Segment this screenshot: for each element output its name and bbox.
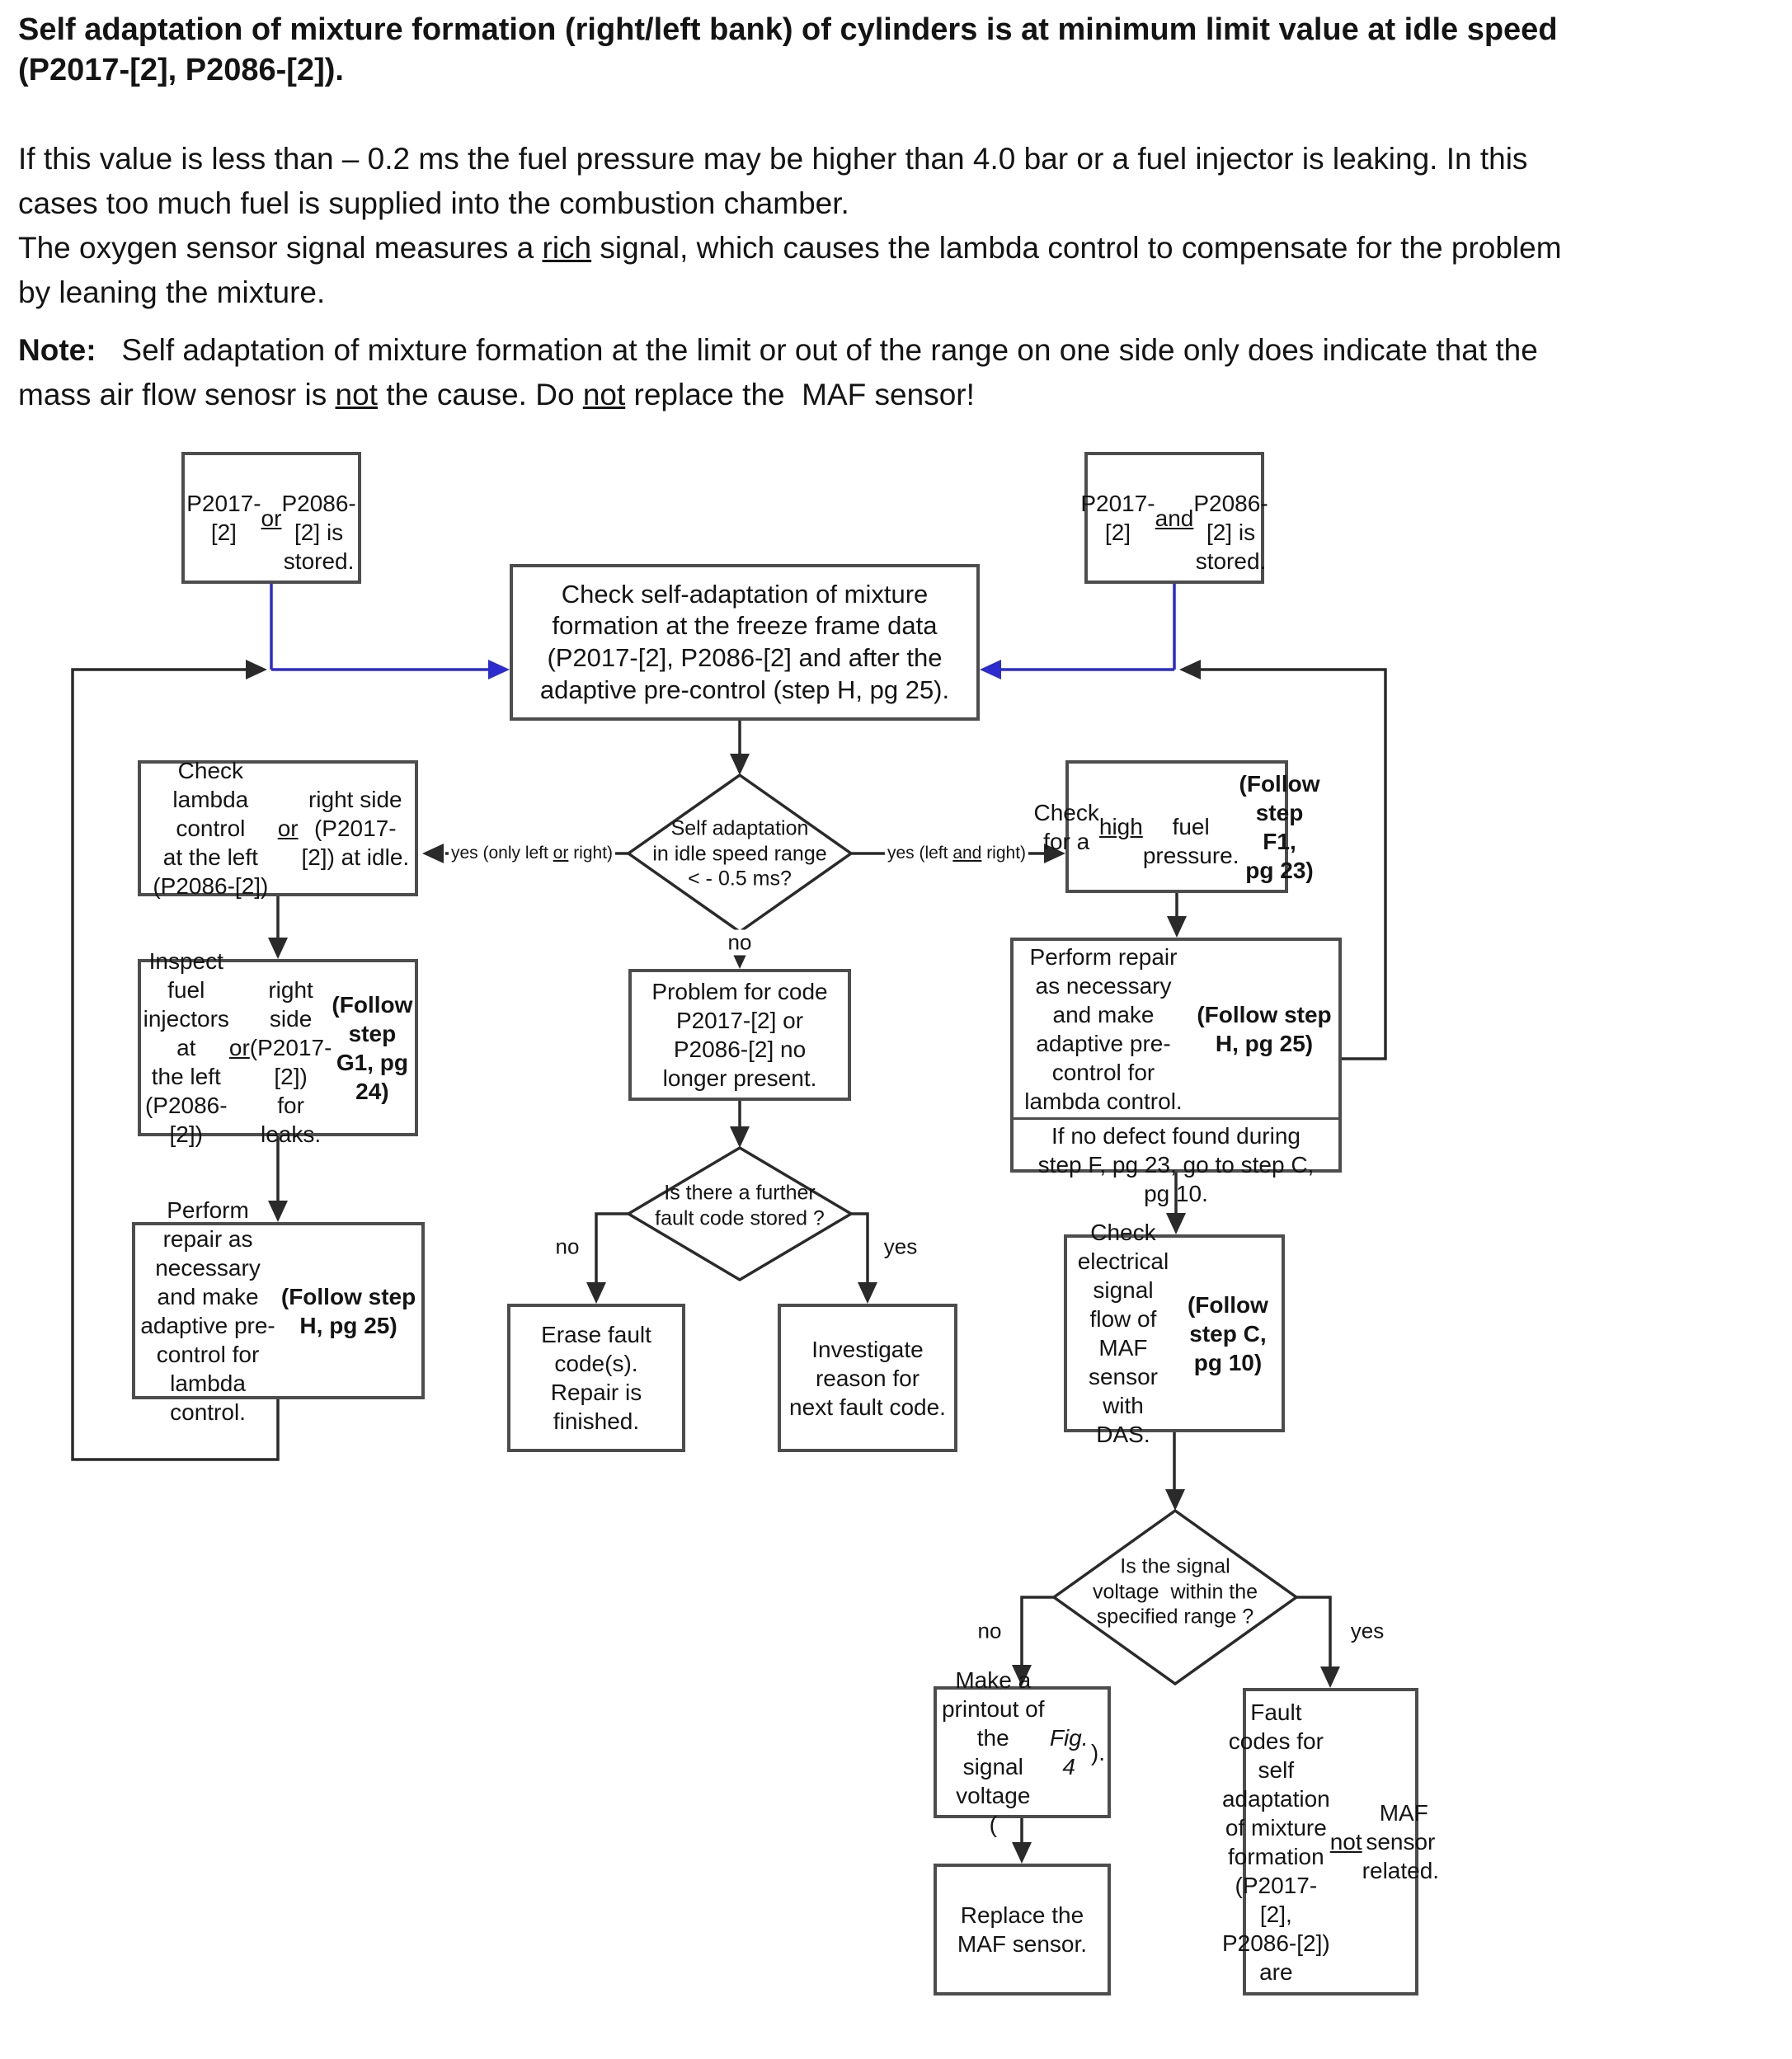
arrowheads xyxy=(246,660,1340,1864)
label-yes-further: yes xyxy=(880,1234,921,1260)
label-yes-only-left-or-right: yes (only left or right) xyxy=(448,844,616,863)
label-no-voltage: no xyxy=(974,1618,1005,1644)
label-no-idle: no xyxy=(724,929,755,956)
label-yes-left-and-right: yes (left and right) xyxy=(884,844,1029,863)
decision-diamond-shapes xyxy=(625,773,1300,1686)
page-heading: Self adaptation of mixture formation (ri… xyxy=(18,12,1558,88)
label-no-further: no xyxy=(552,1234,583,1260)
intro-paragraph: If this value is less than – 0.2 ms the … xyxy=(18,142,1562,310)
connector-lines xyxy=(71,584,1387,1843)
label-yes-voltage: yes xyxy=(1347,1618,1388,1644)
note-paragraph: Note: Self adaptation of mixture formati… xyxy=(18,333,1538,412)
